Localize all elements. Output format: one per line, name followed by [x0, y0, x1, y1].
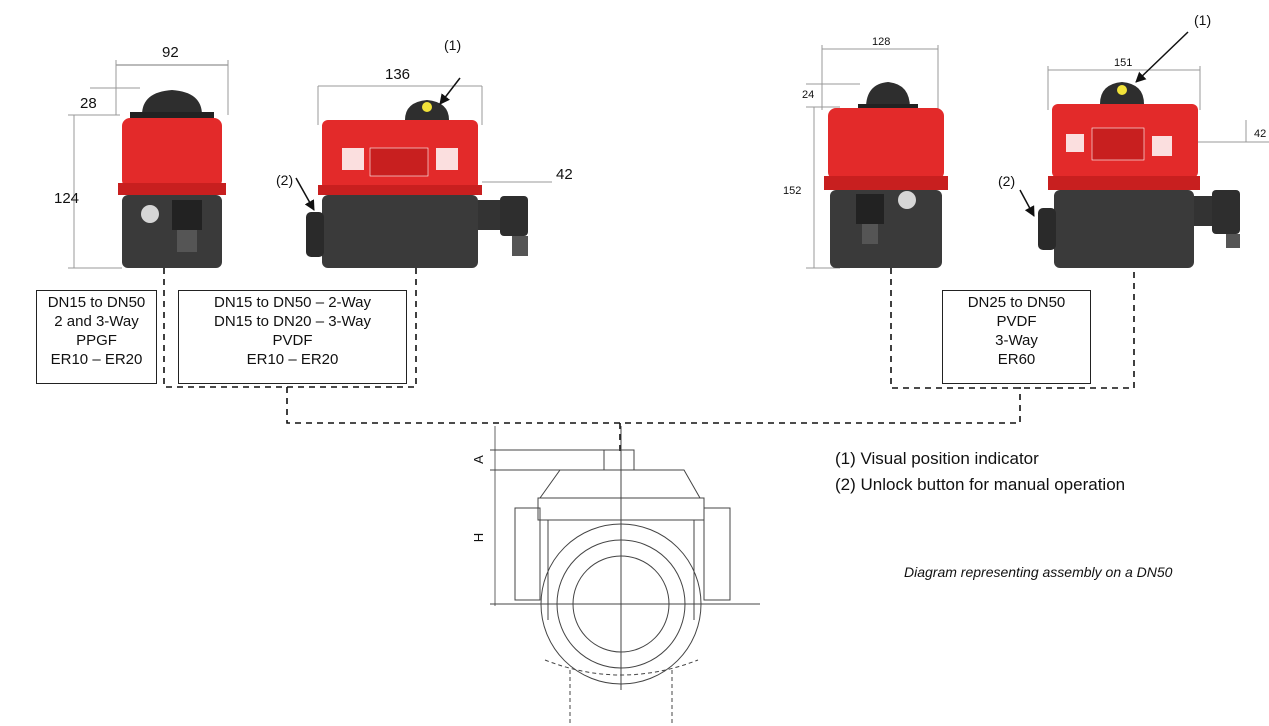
spec-line: ER10 – ER20 — [50, 351, 143, 368]
spec-line: PVDF — [996, 313, 1037, 330]
spec-box-pvdf-er10-er20: DN15 to DN50 – 2-Way DN15 to DN20 – 3-Wa… — [178, 290, 407, 384]
spec-line: PVDF — [272, 332, 313, 349]
dim-side-actuator-4: 42 — [1254, 128, 1267, 140]
spec-box-ppgf: DN15 to DN50 2 and 3-Way PPGF ER10 – ER2… — [36, 290, 157, 384]
callout-indicator-label: (1) — [444, 37, 462, 53]
spec-line: DN15 to DN20 – 3-Way — [213, 313, 371, 330]
spec-line: ER10 – ER20 — [246, 351, 339, 368]
cap-shape — [142, 90, 202, 115]
spec-box-pvdf-er60: DN25 to DN50 PVDF 3-Way ER60 — [942, 290, 1091, 384]
dim-cap-actuator-3: 24 — [802, 89, 815, 101]
spec-line: PPGF — [76, 332, 117, 349]
spec-line: 3-Way — [995, 332, 1038, 349]
callout-indicator-label-2: (1) — [1194, 12, 1212, 28]
valve-label-h: H — [471, 532, 487, 543]
valve-body-drawing — [490, 426, 760, 726]
dim-width-actuator-3: 128 — [872, 36, 891, 48]
dim-cap-actuator-1: 28 — [80, 95, 97, 112]
spec-line: ER60 — [997, 351, 1036, 368]
dashed-connectors — [163, 268, 1135, 452]
dim-width-actuator-4: 151 — [1114, 57, 1133, 69]
actuator-2-side-view — [306, 85, 552, 268]
actuator-4-side-view — [1038, 66, 1269, 268]
valve-label-a: A — [470, 455, 486, 464]
dim-side-actuator-2: 42 — [556, 166, 573, 183]
callout-arrows — [295, 31, 1189, 217]
dim-height-actuator-1: 124 — [54, 190, 80, 207]
actuator-3-front-view — [806, 45, 948, 269]
legend: (1) Visual position indicator (2) Unlock… — [835, 446, 1125, 498]
dim-width-actuator-2: 136 — [385, 66, 411, 83]
spec-line: DN15 to DN50 – 2-Way — [213, 294, 371, 311]
spec-line: DN15 to DN50 — [47, 294, 146, 311]
spec-line: 2 and 3-Way — [54, 313, 139, 330]
spec-line: DN25 to DN50 — [967, 294, 1066, 311]
callout-unlock-label: (2) — [276, 172, 294, 188]
actuator-1-front-view — [68, 60, 229, 269]
legend-item-unlock: (2) Unlock button for manual operation — [835, 475, 1126, 494]
callout-unlock-label-2: (2) — [998, 173, 1016, 189]
dim-width-actuator-1: 92 — [162, 44, 179, 61]
diagram-caption: Diagram representing assembly on a DN50 — [904, 564, 1173, 580]
dim-height-actuator-3: 152 — [783, 185, 802, 197]
legend-item-indicator: (1) Visual position indicator — [835, 449, 1039, 468]
